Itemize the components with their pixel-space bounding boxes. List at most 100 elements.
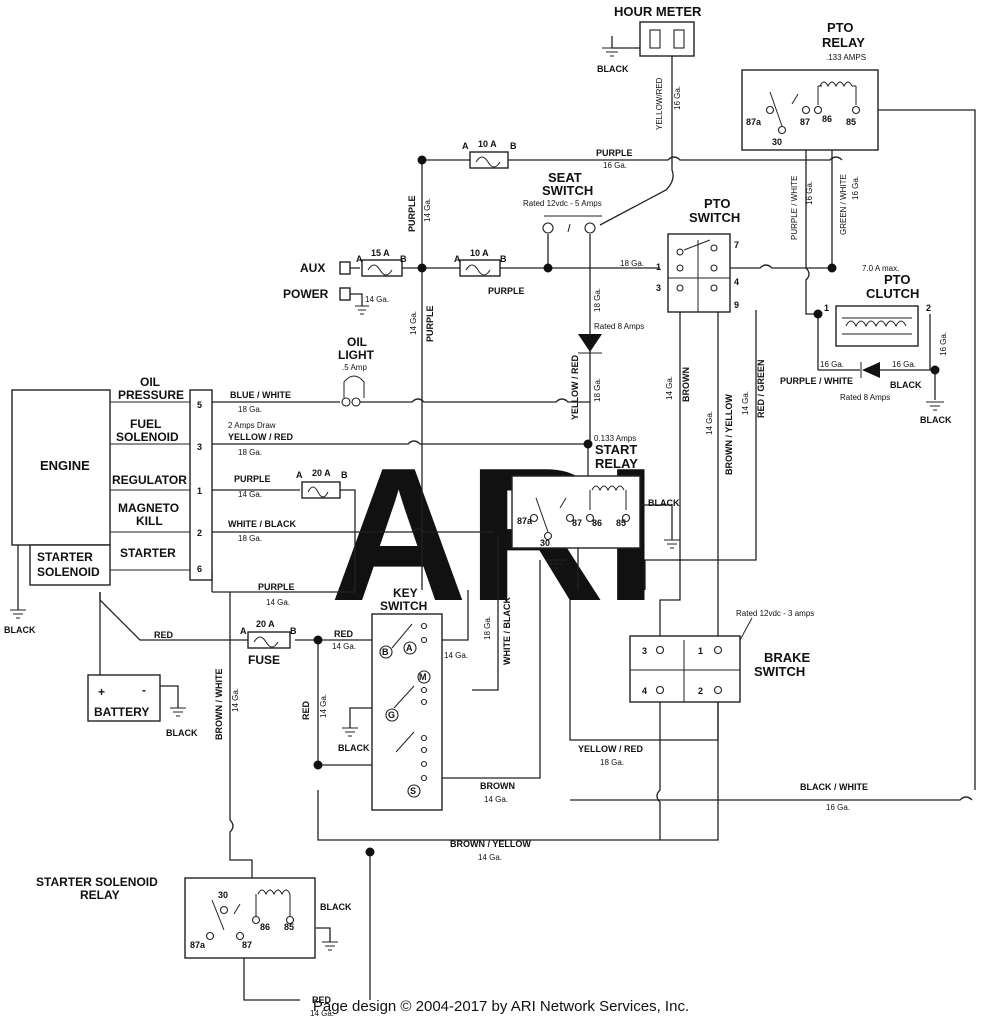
- svg-text:14 Ga.: 14 Ga.: [665, 376, 674, 400]
- svg-text:START: START: [595, 442, 637, 457]
- svg-text:FUSE: FUSE: [248, 653, 280, 667]
- fuse-20a-regulator: 20 A A B: [296, 468, 348, 499]
- oil-light: OIL LIGHT .5 Amp: [338, 335, 375, 407]
- svg-text:YELLOW / RED: YELLOW / RED: [570, 355, 580, 421]
- svg-text:30: 30: [218, 890, 228, 900]
- hour-meter-wire-color: YELLOW/RED: [655, 77, 664, 130]
- svg-text:14 Ga.: 14 Ga.: [365, 295, 389, 304]
- svg-text:WHITE / BLACK: WHITE / BLACK: [228, 519, 296, 529]
- svg-text:16 Ga.: 16 Ga.: [851, 176, 860, 200]
- pto-switch: PTO SWITCH 1 3 7 4 9: [656, 196, 740, 313]
- svg-text:-: -: [142, 683, 146, 697]
- svg-text:B: B: [290, 626, 297, 636]
- svg-text:87: 87: [572, 518, 582, 528]
- fuse-10a-top: 10 A A B PURPLE 16 Ga.: [462, 139, 633, 170]
- hour-meter: HOUR METER BLACK YELLOW/RED 16 Ga.: [597, 4, 702, 130]
- svg-text:BLACK: BLACK: [320, 902, 352, 912]
- footer-copyright: Page design © 2004-2017 by ARI Network S…: [312, 998, 690, 1015]
- svg-text:PURPLE / WHITE: PURPLE / WHITE: [780, 376, 853, 386]
- svg-text:85: 85: [846, 117, 856, 127]
- svg-text:.5 Amp: .5 Amp: [342, 363, 367, 372]
- svg-text:14 Ga.: 14 Ga.: [423, 198, 432, 222]
- svg-text:85: 85: [616, 518, 626, 528]
- svg-text:0.133 Amps: 0.133 Amps: [594, 434, 636, 443]
- svg-text:BROWN: BROWN: [681, 367, 691, 402]
- brake-switch: Rated 12vdc - 3 amps 3 1 4 2 BRAKE SWITC…: [629, 609, 814, 703]
- svg-text:14 Ga.: 14 Ga.: [705, 411, 714, 435]
- svg-text:BRAKE: BRAKE: [764, 650, 811, 665]
- svg-text:PURPLE: PURPLE: [234, 474, 271, 484]
- magneto-kill-label-2: KILL: [136, 514, 163, 528]
- svg-text:4: 4: [734, 277, 739, 287]
- svg-text:30: 30: [540, 538, 550, 548]
- engine-pin-5: 5: [197, 400, 202, 410]
- svg-text:16 Ga.: 16 Ga.: [892, 360, 916, 369]
- svg-text:1: 1: [698, 646, 703, 656]
- svg-text:A: A: [356, 254, 363, 264]
- svg-text:YELLOW / RED: YELLOW / RED: [578, 744, 644, 754]
- svg-text:SWITCH: SWITCH: [542, 183, 593, 198]
- svg-text:87: 87: [242, 940, 252, 950]
- svg-text:BLACK: BLACK: [648, 498, 680, 508]
- svg-text:BLUE / WHITE: BLUE / WHITE: [230, 390, 291, 400]
- svg-text:PURPLE: PURPLE: [425, 305, 435, 342]
- svg-text:PURPLE: PURPLE: [407, 195, 417, 232]
- svg-text:14 Ga.: 14 Ga.: [319, 694, 328, 718]
- svg-text:2: 2: [926, 303, 931, 313]
- svg-text:14 Ga.: 14 Ga.: [266, 598, 290, 607]
- seat-switch: SEAT SWITCH Rated 12vdc - 5 Amps: [523, 170, 602, 234]
- svg-text:STARTER SOLENOID: STARTER SOLENOID: [36, 875, 158, 889]
- svg-text:M: M: [419, 672, 427, 682]
- svg-text:14 Ga.: 14 Ga.: [741, 391, 750, 415]
- svg-text:B: B: [341, 470, 348, 480]
- hour-meter-wire-gauge: 16 Ga.: [673, 86, 682, 110]
- pto-relay: PTO RELAY .133 AMPS 87a 87 86 85 30 PURP…: [741, 20, 879, 240]
- pto-relay-label-2: RELAY: [822, 35, 865, 50]
- hour-meter-ground-label: BLACK: [597, 64, 629, 74]
- svg-text:RELAY: RELAY: [595, 456, 638, 471]
- svg-text:18 Ga.: 18 Ga.: [483, 616, 492, 640]
- pto-relay-label-1: PTO: [827, 20, 854, 35]
- svg-text:RED: RED: [312, 995, 332, 1005]
- magneto-kill-label-1: MAGNETO: [118, 501, 179, 515]
- engine-pin-1: 1: [197, 486, 202, 496]
- svg-text:RED: RED: [334, 629, 354, 639]
- fuel-solenoid-label-1: FUEL: [130, 417, 161, 431]
- svg-text:20 A: 20 A: [312, 468, 331, 478]
- svg-text:BROWN: BROWN: [480, 781, 515, 791]
- svg-text:RELAY: RELAY: [80, 888, 120, 902]
- svg-text:7: 7: [734, 240, 739, 250]
- svg-text:B: B: [510, 141, 517, 151]
- svg-text:BROWN / YELLOW: BROWN / YELLOW: [450, 839, 531, 849]
- svg-text:14 Ga.: 14 Ga.: [332, 642, 356, 651]
- svg-text:16 Ga.: 16 Ga.: [826, 803, 850, 812]
- svg-text:2: 2: [698, 686, 703, 696]
- hour-meter-label: HOUR METER: [614, 4, 702, 19]
- svg-text:S: S: [410, 786, 416, 796]
- svg-text:PURPLE: PURPLE: [488, 286, 525, 296]
- svg-text:1: 1: [824, 303, 829, 313]
- svg-text:KEY: KEY: [393, 586, 418, 600]
- engine-pin-2: 2: [197, 528, 202, 538]
- svg-text:18 Ga.: 18 Ga.: [238, 448, 262, 457]
- svg-text:14 Ga.: 14 Ga.: [238, 490, 262, 499]
- svg-text:PTO: PTO: [884, 272, 911, 287]
- svg-text:7.0 A max.: 7.0 A max.: [862, 264, 899, 273]
- svg-text:B: B: [382, 647, 389, 657]
- svg-text:PURPLE: PURPLE: [596, 148, 633, 158]
- svg-text:SWITCH: SWITCH: [689, 210, 740, 225]
- engine-pin-6: 6: [197, 564, 202, 574]
- svg-text:SWITCH: SWITCH: [754, 664, 805, 679]
- svg-text:A: A: [462, 141, 469, 151]
- svg-text:OIL: OIL: [347, 335, 367, 349]
- svg-text:14 Ga.: 14 Ga.: [310, 1009, 334, 1018]
- svg-text:BLACK / WHITE: BLACK / WHITE: [800, 782, 868, 792]
- svg-text:2 Amps Draw: 2 Amps Draw: [228, 421, 276, 430]
- svg-text:87: 87: [800, 117, 810, 127]
- svg-text:18 Ga.: 18 Ga.: [238, 534, 262, 543]
- svg-text:BLACK: BLACK: [166, 728, 198, 738]
- svg-text:A: A: [406, 643, 413, 653]
- svg-text:87a: 87a: [746, 117, 762, 127]
- svg-text:14 Ga.: 14 Ga.: [484, 795, 508, 804]
- svg-text:4: 4: [642, 686, 647, 696]
